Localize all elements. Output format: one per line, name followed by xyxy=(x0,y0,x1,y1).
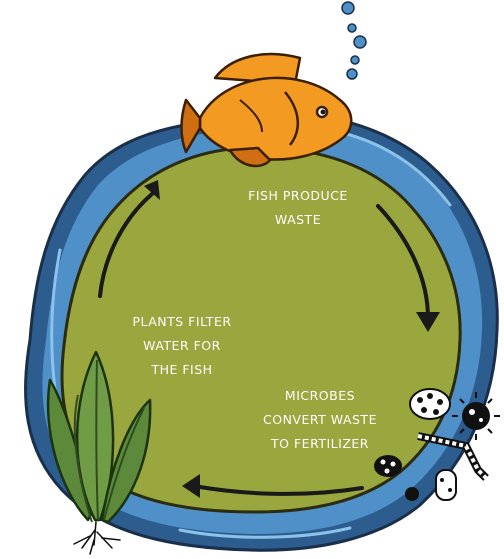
caption-fish-produce-waste: FISH PRODUCE WASTE xyxy=(236,184,360,232)
caption-plants-filter-water: PLANTS FILTER WATER FOR THE FISH xyxy=(112,310,252,382)
arrow-right-down xyxy=(376,204,430,320)
cycle-arrowheads xyxy=(144,180,440,498)
water-bubbles-icon xyxy=(341,1,367,80)
caption-microbes-line-2: CONVERT WASTE xyxy=(263,412,377,427)
water-highlight-bottom xyxy=(178,526,352,539)
caption-microbes-line-3: TO FERTILIZER xyxy=(271,436,369,451)
caption-plants-line-3: THE FISH xyxy=(151,362,213,377)
arrow-left-up xyxy=(98,192,154,298)
cycle-arrow-icon xyxy=(98,192,430,496)
caption-microbes-line-1: MICROBES xyxy=(284,388,356,403)
spinach-plant-icon xyxy=(46,350,152,555)
caption-microbes-convert-waste: MICROBES CONVERT WASTE TO FERTILIZER xyxy=(242,384,398,456)
caption-fish-line-2: WASTE xyxy=(274,212,322,227)
tank-green-disc xyxy=(60,146,462,514)
arrow-bottom-left xyxy=(192,484,364,496)
caption-plants-line-1: PLANTS FILTER xyxy=(132,314,232,329)
caption-plants-line-2: WATER FOR xyxy=(143,338,221,353)
fish-icon xyxy=(180,52,353,168)
microbe-cluster-icon xyxy=(374,388,500,501)
caption-fish-line-1: FISH PRODUCE xyxy=(248,188,348,203)
